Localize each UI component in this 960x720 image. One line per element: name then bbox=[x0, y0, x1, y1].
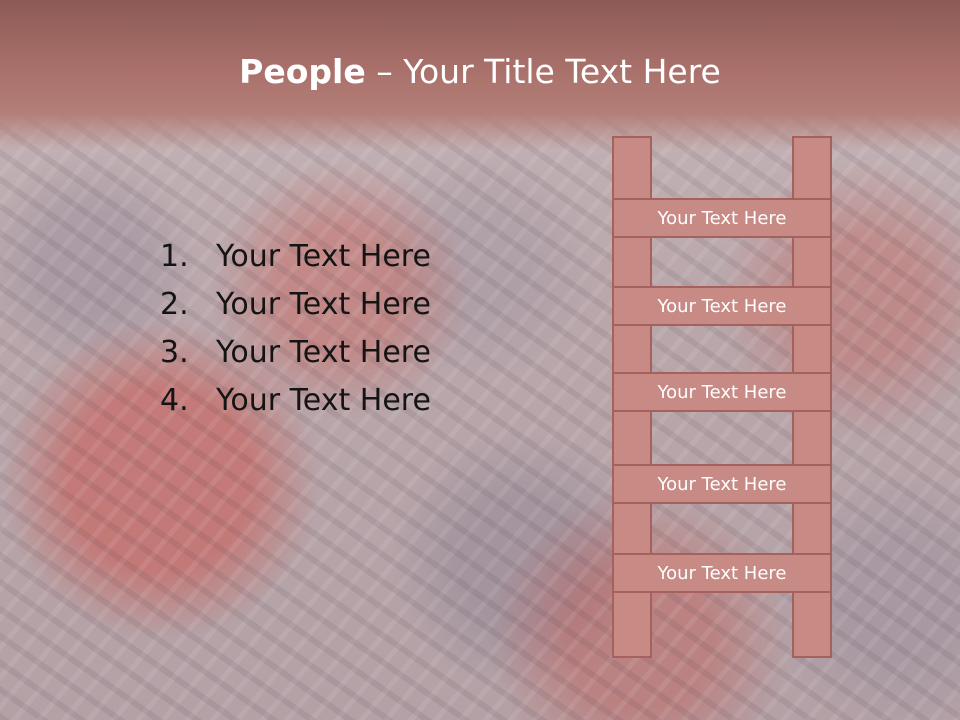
title-bold: People bbox=[239, 52, 366, 91]
ladder-step-4: Your Text Here bbox=[612, 464, 832, 504]
list-item: 4. Your Text Here bbox=[160, 376, 431, 424]
ladder-step-3: Your Text Here bbox=[612, 372, 832, 412]
ladder-step-1: Your Text Here bbox=[612, 198, 832, 238]
list-number: 4. bbox=[160, 382, 189, 418]
list-text: Your Text Here bbox=[216, 334, 431, 370]
list-number: 2. bbox=[160, 286, 189, 322]
list-item: 1. Your Text Here bbox=[160, 232, 431, 280]
list-text: Your Text Here bbox=[216, 382, 431, 418]
slide-title: People – Your Title Text Here bbox=[0, 52, 960, 91]
list-item: 2. Your Text Here bbox=[160, 280, 431, 328]
list-number: 1. bbox=[160, 238, 189, 274]
ladder-step-5: Your Text Here bbox=[612, 553, 832, 593]
title-rest: – Your Title Text Here bbox=[365, 52, 721, 91]
list-text: Your Text Here bbox=[216, 238, 431, 274]
title-banner bbox=[0, 0, 960, 150]
list-number: 3. bbox=[160, 334, 189, 370]
ladder-step-2: Your Text Here bbox=[612, 286, 832, 326]
numbered-list: 1. Your Text Here 2. Your Text Here 3. Your… bbox=[160, 232, 431, 424]
list-item: 3. Your Text Here bbox=[160, 328, 431, 376]
list-text: Your Text Here bbox=[216, 286, 431, 322]
